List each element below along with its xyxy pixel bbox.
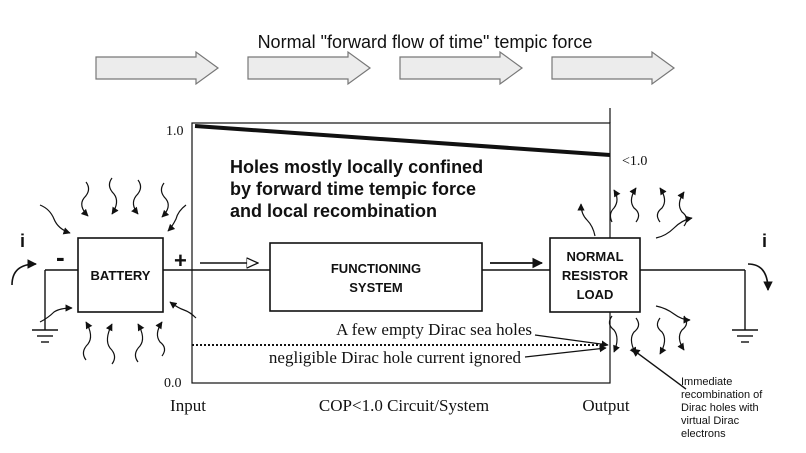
battery-plus: + xyxy=(174,248,187,273)
current-arrow-left-icon xyxy=(11,259,37,286)
system-label-line-2: SYSTEM xyxy=(349,280,402,295)
dirac-text-line-1: A few empty Dirac sea holes xyxy=(336,320,532,339)
confinement-line-2: by forward time tempic force xyxy=(230,179,476,199)
output-label: Output xyxy=(582,396,630,415)
battery-box xyxy=(77,237,164,313)
resistor-load-box xyxy=(549,237,641,313)
input-label: Input xyxy=(170,396,206,415)
svg-text:recombination of: recombination of xyxy=(681,389,763,401)
tempic-arrow xyxy=(247,50,372,86)
functioning-system-box xyxy=(269,242,483,312)
load-label-line-2: RESISTOR xyxy=(562,268,629,283)
cop-decline-line xyxy=(194,124,611,157)
axis-top-label: 1.0 xyxy=(166,124,184,139)
tempic-arrow xyxy=(399,50,524,86)
dirac-hole-pointer-1 xyxy=(534,334,609,348)
recombination-pointer xyxy=(631,348,687,390)
battery-label: BATTERY xyxy=(91,268,151,283)
system-label-line-1: FUNCTIONING xyxy=(331,261,421,276)
circuit-wires xyxy=(44,269,746,330)
load-label-line-1: NORMAL xyxy=(566,249,623,264)
tempic-arrow xyxy=(95,50,220,86)
dirac-hole-pointer-2 xyxy=(524,345,607,358)
battery-minus: - xyxy=(56,242,65,272)
load-label-line-3: LOAD xyxy=(577,287,614,302)
current-label-left: i xyxy=(20,231,25,251)
current-label-right: i xyxy=(762,231,767,251)
axis-right-label: <1.0 xyxy=(622,154,647,169)
svg-text:electrons: electrons xyxy=(681,428,726,440)
current-arrow-right-icon xyxy=(747,263,773,291)
tempic-arrow xyxy=(551,50,676,86)
tempic-arrows xyxy=(95,50,676,86)
dirac-text-line-2: negligible Dirac hole current ignored xyxy=(269,348,522,367)
svg-text:Immediate: Immediate xyxy=(681,376,732,388)
recombination-note: Immediate recombination of Dirac holes w… xyxy=(681,376,763,440)
axis-bottom-label: 0.0 xyxy=(164,376,182,391)
svg-text:Dirac holes with: Dirac holes with xyxy=(681,402,759,414)
ground-left-icon xyxy=(32,329,58,343)
battery-hole-arrows xyxy=(39,177,197,365)
confinement-line-3: and local recombination xyxy=(230,201,437,221)
confinement-line-1: Holes mostly locally confined xyxy=(230,157,483,177)
load-hole-arrows xyxy=(577,187,693,355)
circuit-caption: COP<1.0 Circuit/System xyxy=(319,396,489,415)
diagram-title: Normal "forward flow of time" tempic for… xyxy=(258,32,593,52)
ground-right-icon xyxy=(732,329,758,343)
svg-text:virtual Dirac: virtual Dirac xyxy=(681,415,740,427)
